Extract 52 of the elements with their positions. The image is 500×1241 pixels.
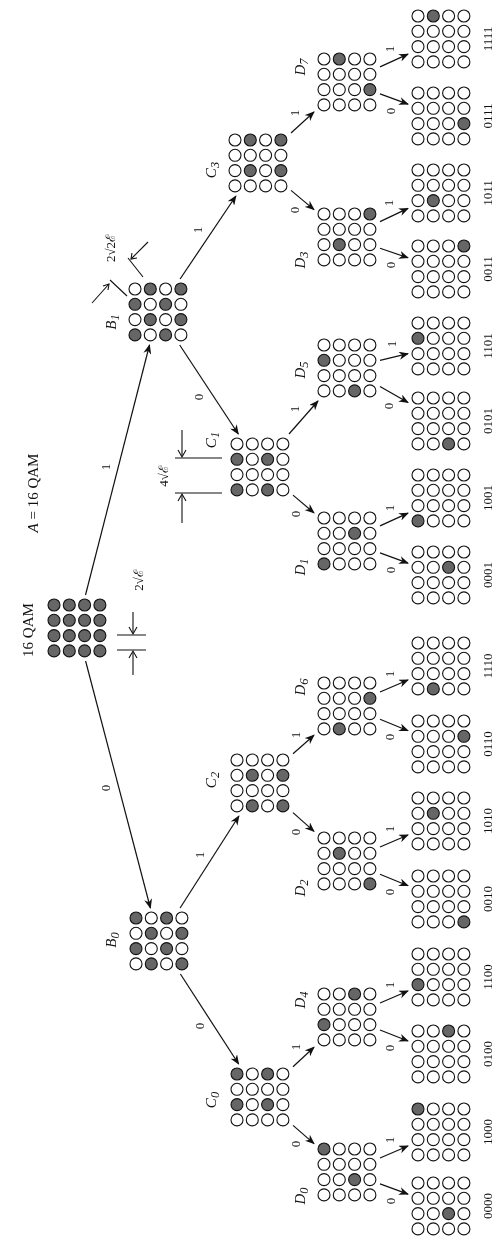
arrow [379,990,409,1004]
arrow [292,1124,315,1145]
bit-label: 1010 [480,808,494,834]
bit-label: 0111 [480,103,494,129]
subset-label: 16 QAM [20,603,36,657]
bit-label: 1000 [480,1119,494,1145]
arrow [379,207,409,223]
arrow [379,247,409,259]
arrow [379,1145,409,1159]
arrow [288,400,319,435]
dimension-label: 2√ℰ [131,569,145,591]
arrow [379,53,409,68]
arrow [85,660,152,909]
arrow [292,494,315,514]
bit-label: 0010 [480,886,494,912]
arrow [379,552,409,564]
constellation-title: A = 16 QAM [25,453,41,533]
arrow [379,679,409,693]
arrow [379,351,409,361]
bit-label: 1111 [480,26,494,52]
dimension-label: 4√ℰ [156,465,170,487]
arrow [379,93,409,105]
arrow [179,973,240,1065]
arrow [379,512,409,527]
bit-label: 1001 [480,485,494,511]
arrow [290,189,315,211]
arrow [179,815,240,909]
arrow [290,111,315,134]
bit-label: 1011 [480,180,494,206]
arrow [84,344,152,596]
bit-label: 0101 [480,408,494,434]
bit-label: 0110 [480,731,494,757]
arrow [179,344,239,435]
arrow [179,195,237,280]
arrow [379,718,409,732]
bit-label: 1101 [480,333,494,359]
edge-label: 1 [382,198,395,208]
bit-label: 1100 [480,964,494,990]
bit-label: 0011 [480,256,494,282]
bit-label: 0001 [480,562,494,588]
arrow [379,1029,409,1042]
arrow [379,386,409,403]
bit-label: 0000 [480,1193,494,1219]
arrow [292,812,315,833]
arrow [379,873,409,887]
arrow [292,734,315,755]
arrow [379,1183,409,1195]
arrow [379,834,409,848]
bit-label: 0100 [480,1041,494,1067]
dimension-label: 2√2ℰ [103,233,117,263]
arrow [292,1046,315,1068]
bit-label: 1110 [480,653,494,679]
